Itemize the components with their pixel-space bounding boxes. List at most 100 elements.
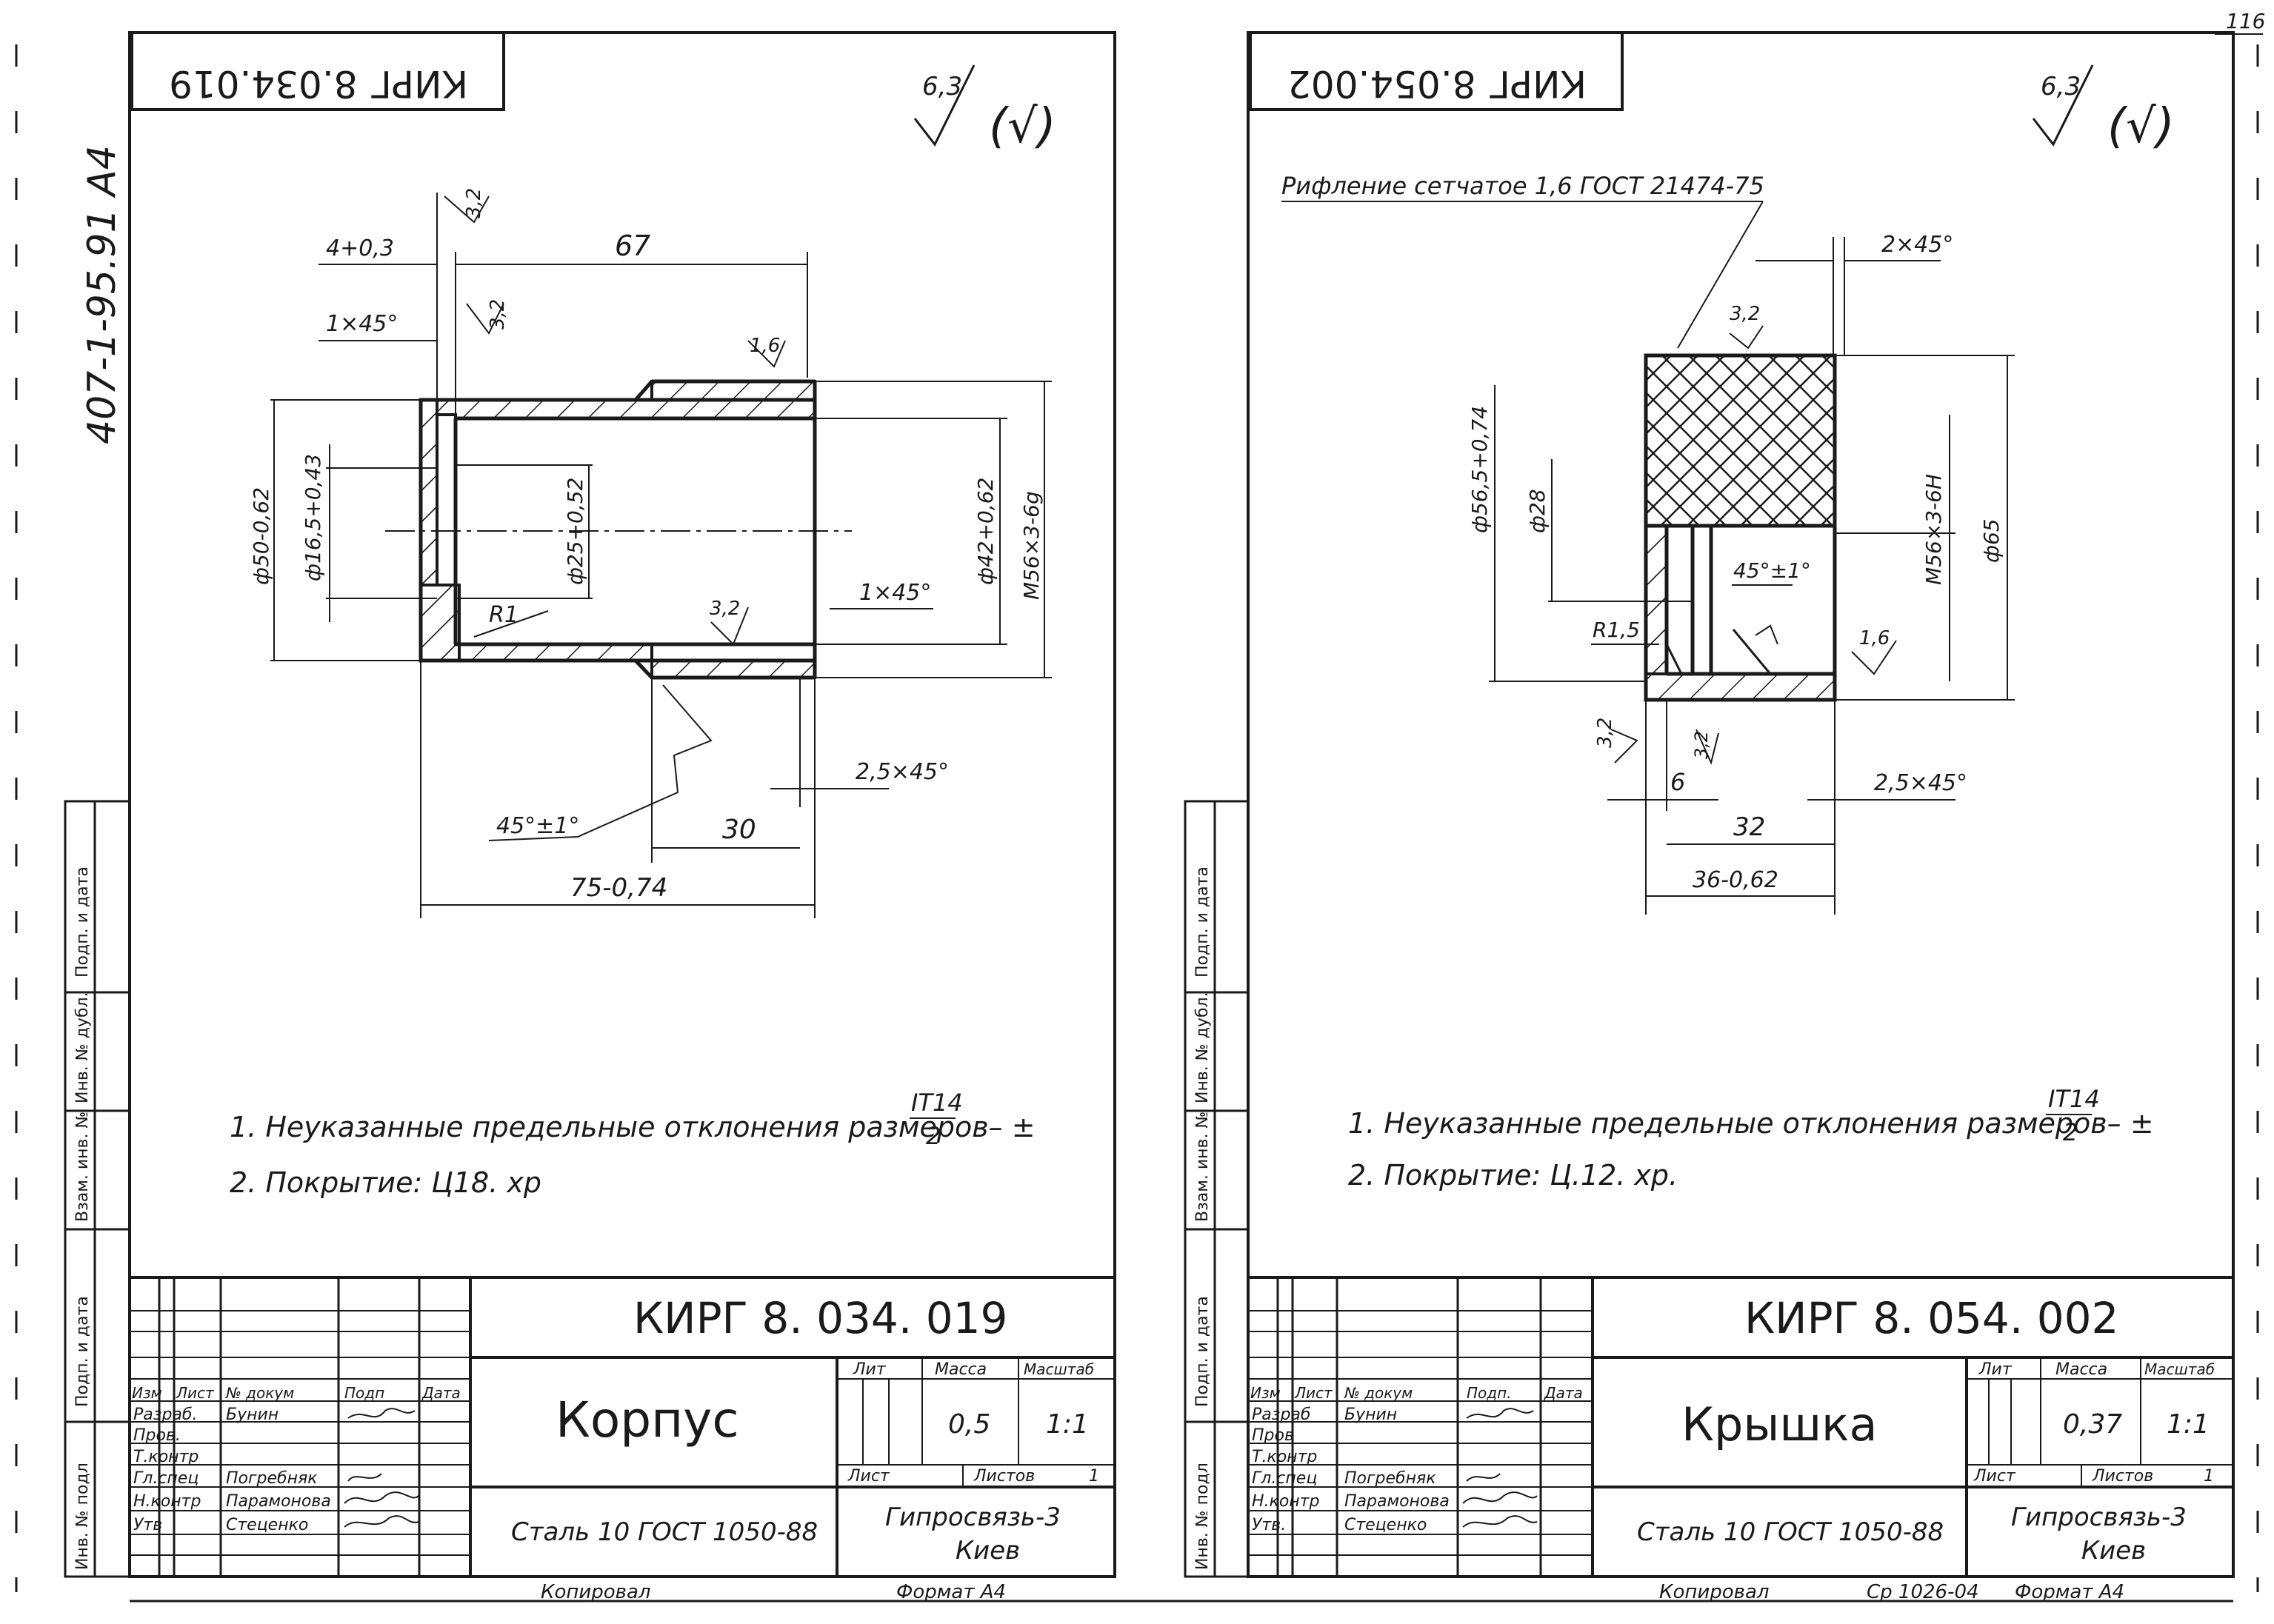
right-roughness-3-2-left-icon	[1610, 729, 1638, 763]
left-sheet-label: Лист	[847, 1467, 890, 1486]
right-role-1: Разраб	[1252, 1406, 1310, 1424]
left-note-frac-num: IT14	[911, 1089, 963, 1117]
left-name-1: Бунин	[226, 1406, 279, 1424]
left-roughness-3-2c-icon	[710, 607, 749, 646]
left-title-block: Изм Лист № докум Подп Дата Разраб. Бунин…	[128, 1276, 1116, 1578]
left-scale: 1:1	[1046, 1409, 1089, 1440]
right-dim-32: 32	[1733, 812, 1765, 842]
left-dim-phi16: ф16,5+0,43	[301, 454, 325, 581]
right-sheets-label: Листов	[2092, 1467, 2153, 1486]
right-dim-phi65: ф65	[1979, 518, 2004, 563]
left-part-korpus	[385, 379, 852, 680]
left-dim-phi50: ф50-0,62	[249, 487, 273, 585]
left-dim-67: 67	[615, 230, 650, 262]
left-note-1: 1. Неуказанные предельные отклонения раз…	[230, 1111, 1036, 1143]
right-roughness-1-6-icon	[1851, 640, 1897, 675]
sheet-right: КИРГ 8.054.002 6,3 (√) Подп. и дата Инв.…	[1184, 31, 2235, 1603]
left-dim-30: 30	[722, 815, 756, 845]
left-dim-r32a: 3,2	[463, 188, 485, 218]
right-dim-36: 36-0,62	[1693, 867, 1778, 893]
left-dim-r32c: 3,2	[710, 598, 740, 620]
right-roughness-sign-icon	[2032, 64, 2094, 147]
right-scale: 1:1	[2167, 1409, 2210, 1440]
right-hdr-izm: Изм	[1250, 1384, 1281, 1402]
right-dim-r32-left: 3,2	[1594, 718, 1616, 748]
right-stamp-cell-5: Инв. № подл	[1193, 1463, 1212, 1570]
right-note-2: 2. Покрытие: Ц.12. хр.	[1348, 1159, 1678, 1192]
right-hdr-sign: Подп.	[1467, 1384, 1512, 1402]
left-dim-75: 75-0,74	[570, 873, 667, 903]
left-angle-leader	[488, 684, 713, 841]
left-signature-6	[344, 1515, 419, 1528]
left-hdr-date: Дата	[421, 1384, 461, 1402]
right-stamp-cell-3: Взам. инв. №	[1193, 1112, 1212, 1222]
left-title-name: Корпус	[556, 1391, 739, 1448]
left-dim-r1: R1	[489, 602, 519, 628]
left-org-2: Киев	[956, 1536, 1020, 1565]
right-roughness-3-2-top-icon	[1729, 325, 1764, 350]
left-sheets-value: 1	[1089, 1467, 1099, 1486]
korpus-lower-wall	[419, 398, 816, 679]
right-footer-copied: Копировал	[1659, 1581, 1770, 1603]
left-stamp-cell-3: Взам. инв. №	[73, 1112, 92, 1222]
right-role-3: Т.контр	[1252, 1448, 1317, 1466]
right-dim-6: 6	[1670, 768, 1685, 796]
right-roughness-3-2-small-icon	[1696, 729, 1719, 766]
right-dim-angle: 45°±1°	[1733, 558, 1811, 583]
right-footer-extra: Ср 1026-04	[1867, 1581, 1979, 1603]
right-roughness-bracket: (√)	[2107, 99, 2175, 154]
right-signature-6	[1462, 1515, 1538, 1528]
right-signature-5	[1462, 1491, 1538, 1504]
left-note-2: 2. Покрытие: Ц18. хр	[230, 1166, 541, 1199]
left-stamp-cell-1: Подп. и дата	[73, 866, 92, 978]
left-dimensions: 4+0,3 67 3,2 1×45° 3,2 1,6 ф50-0,62 ф16,…	[249, 188, 1052, 918]
korpus-bottom-face	[419, 584, 461, 662]
left-title-code: КИРГ 8. 034. 019	[633, 1293, 1007, 1343]
kryshka-outline	[1644, 353, 1837, 702]
right-dim-chamfer-2x45: 2×45°	[1881, 232, 1953, 258]
right-dim-r32-small: 3,2	[1691, 731, 1712, 759]
right-signature-4	[1466, 1473, 1501, 1482]
left-hdr-list: Лист	[176, 1384, 215, 1402]
right-title-name: Крышка	[1681, 1397, 1878, 1451]
left-signature-1	[347, 1408, 416, 1419]
left-name-5: Парамонова	[226, 1492, 331, 1511]
left-mirrored-code: КИРГ 8.034.019	[169, 62, 468, 105]
right-hdr-doc: № докум	[1344, 1384, 1413, 1402]
right-sheet-label: Лист	[1973, 1467, 2016, 1486]
right-name-5: Парамонова	[1344, 1492, 1450, 1511]
right-title-block: Изм Лист № докум Подп. Дата Разраб Бунин…	[1247, 1276, 2235, 1578]
right-note-frac-den: 2	[2063, 1118, 2078, 1146]
right-roughness-value: 6,3	[2041, 72, 2081, 101]
left-dim-chamfer-right: 1×45°	[859, 580, 931, 606]
right-dim-r16: 1,6	[1859, 627, 1890, 649]
right-col-lit: Лит	[1978, 1360, 2013, 1379]
left-name-6: Стеценко	[226, 1516, 308, 1534]
left-dim-r32b: 3,2	[487, 299, 509, 330]
right-part-kryshka	[1644, 353, 1837, 702]
left-hdr-sign: Подп	[344, 1384, 384, 1402]
left-dim-angle: 45°±1°	[496, 813, 579, 839]
left-col-mass: Масса	[935, 1360, 987, 1379]
right-role-5: Н.контр	[1252, 1492, 1319, 1511]
korpus-face	[419, 398, 439, 587]
left-dim-phi25: ф25+0,52	[563, 478, 587, 585]
left-dim-phi42: ф42+0,62	[973, 478, 998, 585]
right-role-4: Гл.спец	[1252, 1469, 1317, 1488]
left-dim-offset: 4+0,3	[326, 235, 394, 261]
left-role-4: Гл.спец	[133, 1469, 199, 1488]
right-sheets-value: 1	[2204, 1467, 2214, 1486]
right-hdr-list: Лист	[1294, 1384, 1333, 1402]
left-margin-code: 407-1-95.91 А4	[80, 145, 124, 444]
right-col-scale: Масштаб	[2144, 1360, 2215, 1378]
right-side-stamp: Подп. и дата Инв. № дубл. Взам. инв. № П…	[1184, 800, 1250, 1578]
right-name-6: Стеценко	[1344, 1516, 1427, 1534]
left-sheets-label: Листов	[973, 1467, 1035, 1486]
left-role-6: Утв	[133, 1516, 162, 1534]
right-mass: 0,37	[2063, 1409, 2122, 1440]
right-dim-phi28: ф28	[1525, 489, 1550, 533]
left-stamp-cell-5: Инв. № подл	[73, 1463, 92, 1570]
right-title-code: КИРГ 8. 054. 002	[1744, 1293, 2118, 1343]
